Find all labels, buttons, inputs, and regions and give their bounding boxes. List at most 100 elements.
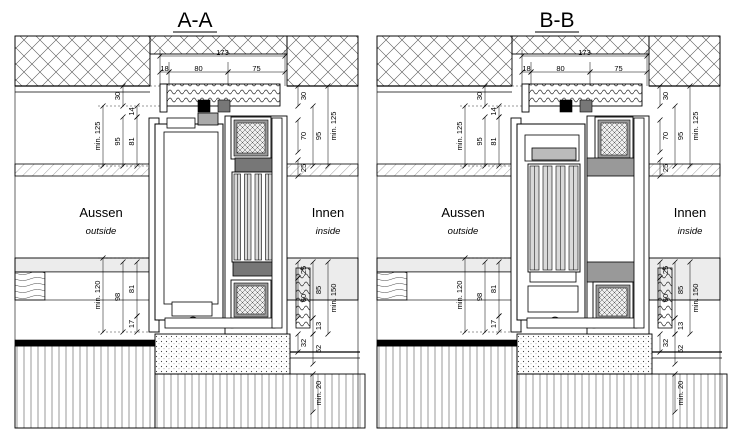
dimension-label: 95 xyxy=(475,137,484,145)
outside-sublabel: outside xyxy=(86,226,117,237)
dimension-tick xyxy=(672,361,678,367)
membrane xyxy=(376,339,518,347)
dimension-tick xyxy=(295,275,301,281)
dimension-label: 95 xyxy=(676,132,685,140)
dimension-tick xyxy=(672,331,678,337)
dimension-label: 30 xyxy=(299,92,308,100)
transom xyxy=(232,261,274,277)
dimension-tick xyxy=(325,83,331,89)
header-post xyxy=(159,83,168,113)
dimension-tick xyxy=(496,103,502,109)
dimension-tick xyxy=(310,259,316,265)
sash-bottom xyxy=(529,271,577,283)
sliding-glass-unit xyxy=(527,163,581,273)
dimension-tick xyxy=(295,331,301,337)
dimension-label: 52 xyxy=(314,345,323,353)
dimension-tick xyxy=(482,329,488,335)
dimension-tick xyxy=(295,117,301,123)
dimension-label: 95 xyxy=(314,132,323,140)
dimension-tick xyxy=(657,83,663,89)
dimension-label: 75 xyxy=(252,64,260,73)
dimension-tick xyxy=(120,83,126,89)
frame-inner-post xyxy=(271,117,283,329)
dimension-label: 81 xyxy=(489,137,498,145)
dimension-tick xyxy=(134,259,140,265)
dimension-label: 25 xyxy=(299,164,308,172)
dimension-tick xyxy=(295,315,301,321)
dimension-label: min. 150 xyxy=(329,284,338,313)
dimension-tick xyxy=(657,349,663,355)
sash-head xyxy=(197,112,219,126)
dimension-tick xyxy=(482,163,488,169)
dimension-label: 81 xyxy=(489,285,498,293)
inside-label: Innen xyxy=(312,205,345,220)
outside-wall xyxy=(14,345,156,429)
dimension-tick xyxy=(687,83,693,89)
dimension-tick xyxy=(100,163,106,169)
floor-slab xyxy=(14,257,151,273)
sill-board xyxy=(286,163,359,177)
dimension-label: 17 xyxy=(489,320,498,328)
dimension-label: 25 xyxy=(661,164,670,172)
inside-sublabel: inside xyxy=(678,226,703,237)
dimension-tick xyxy=(295,349,301,355)
dimension-label: 30 xyxy=(661,92,670,100)
lower-profile xyxy=(592,281,634,323)
section-title: A-A xyxy=(177,9,212,32)
dimension-tick xyxy=(496,163,502,169)
dimension-tick xyxy=(482,83,488,89)
ceiling-inner xyxy=(648,35,721,87)
dimension-label: 81 xyxy=(127,137,136,145)
dimension-tick xyxy=(120,329,126,335)
sill-board xyxy=(648,163,721,177)
dimension-tick xyxy=(225,69,231,75)
dimension-tick xyxy=(325,163,331,169)
dimension-tick xyxy=(120,259,126,265)
dimension-tick xyxy=(325,331,331,337)
ceiling-outer xyxy=(376,35,513,87)
ceiling-outer xyxy=(14,35,151,87)
dimension-tick xyxy=(462,329,468,335)
dimension-tick xyxy=(687,259,693,265)
sash-bottom xyxy=(171,301,213,317)
inside-label: Innen xyxy=(674,205,707,220)
sill-board xyxy=(376,163,513,177)
dimension-label: min. 20 xyxy=(676,381,685,406)
edge-insulation xyxy=(295,267,311,329)
dimension-tick xyxy=(657,117,663,123)
dimension-tick xyxy=(657,103,663,109)
dimension-label: 85 xyxy=(314,286,323,294)
dimension-label: 32 xyxy=(299,339,308,347)
inner-bracket xyxy=(586,261,640,283)
dimension-tick xyxy=(687,163,693,169)
dimension-tick xyxy=(295,157,301,163)
dimension-tick xyxy=(310,315,316,321)
section-border xyxy=(14,35,359,429)
dimension-tick xyxy=(310,371,316,377)
dimension-label: 52 xyxy=(676,345,685,353)
dimension-label: 80 xyxy=(194,64,202,73)
dimension-label: 30 xyxy=(475,92,484,100)
dimension-label: min. 125 xyxy=(329,112,338,141)
dimension-tick xyxy=(120,114,126,120)
dimension-tick xyxy=(157,53,163,59)
dimension-tick xyxy=(482,114,488,120)
profile-insulation xyxy=(236,285,266,315)
dimension-label: 25 xyxy=(299,266,308,274)
dimension-label: min. 120 xyxy=(93,281,102,310)
concrete-sill xyxy=(516,333,653,375)
outside-wall xyxy=(376,345,518,429)
frame-inner-post xyxy=(633,117,645,329)
bottom-track xyxy=(526,317,638,329)
dimension-tick xyxy=(657,331,663,337)
dimension-tick xyxy=(310,163,316,169)
dimension-tick xyxy=(672,163,678,169)
upper-profile xyxy=(594,116,634,162)
dimension-label: 70 xyxy=(299,132,308,140)
header-block xyxy=(217,99,231,113)
dimension-label: 80 xyxy=(556,64,564,73)
dimension-tick xyxy=(100,329,106,335)
wood-beam xyxy=(14,271,46,301)
dimension-tick xyxy=(657,157,663,163)
